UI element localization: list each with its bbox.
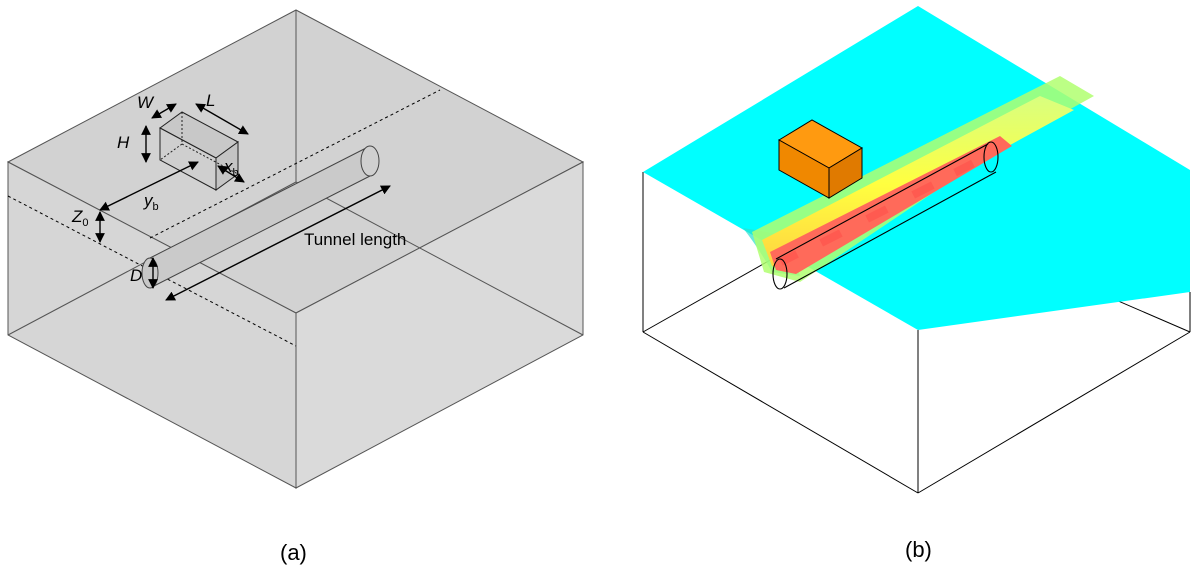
label-x-offset: xb [223, 157, 239, 179]
panel-a-caption: (a) [280, 540, 307, 565]
panel-b: (b) [642, 6, 1191, 562]
label-height: H [117, 133, 130, 152]
panel-b-caption: (b) [905, 537, 932, 562]
panel-a: W L H xb yb Z0 D Tunnel length (a) [6, 9, 585, 565]
label-width: W [137, 93, 155, 112]
tunnel-outline [772, 141, 999, 290]
building-block [778, 119, 863, 199]
label-tunnel-length: Tunnel length [304, 230, 406, 249]
dimension-arrows [95, 103, 391, 301]
label-diameter: D [130, 266, 142, 285]
label-length: L [206, 91, 215, 110]
label-depth: Z0 [71, 207, 89, 229]
label-y-offset: yb [143, 191, 159, 213]
